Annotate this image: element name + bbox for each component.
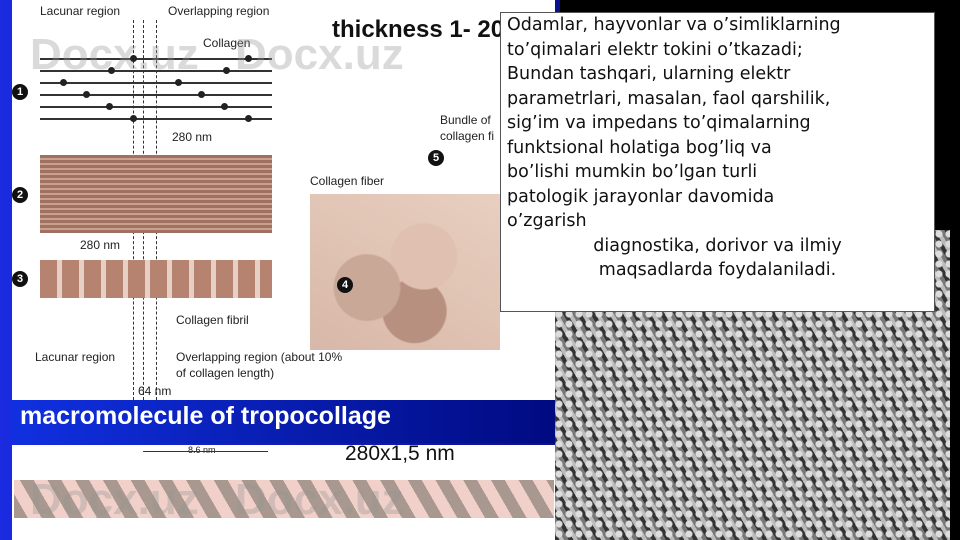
molecule-head-dot xyxy=(108,67,115,74)
collagen-label: Collagen xyxy=(203,36,251,50)
tropocollagen-row xyxy=(40,70,272,72)
tropocollagen-row xyxy=(40,106,272,108)
text-line: Bundan tashqari, ularning elektr xyxy=(507,64,791,84)
text-line: funktsional holatiga bog’liq va xyxy=(507,137,772,158)
molecule-head-dot xyxy=(60,79,67,86)
text-line: parametrlari, masalan, faol qarshilik, xyxy=(507,88,831,109)
overlapping-region-label: Overlapping region xyxy=(168,4,270,18)
step-4-marker: 4 xyxy=(337,277,353,293)
text-line: o’zgarish xyxy=(507,211,587,231)
text-line: to’qimalari elektr tokini o’tkazadi; xyxy=(507,39,803,60)
band-title: macromolecule of tropocollage xyxy=(20,402,391,430)
tropocollagen-row xyxy=(40,58,272,60)
tropocollagen-row xyxy=(40,118,272,120)
molecule-head-dot xyxy=(245,55,252,62)
nm86-label: 8.6 nm xyxy=(188,445,216,455)
step-5-marker: 5 xyxy=(428,150,444,166)
molecule-head-dot xyxy=(83,91,90,98)
text-line: bo’lishi mumkin bo’lgan turli xyxy=(507,162,758,182)
watermark: Docx.uz xyxy=(235,30,404,79)
lacunar-region-bottom-label: Lacunar region xyxy=(35,350,116,364)
step-2-marker: 2 xyxy=(12,187,28,203)
nm64-label: 64 nm xyxy=(138,384,172,398)
molecule-head-dot xyxy=(106,103,113,110)
tropocollagen-row xyxy=(40,82,272,84)
collagen-fibril-strip xyxy=(40,260,272,298)
fibril-band xyxy=(40,155,272,233)
watermark: Docx.uz xyxy=(30,30,199,79)
molecule-head-dot xyxy=(130,55,137,62)
molecule-head-dot xyxy=(221,103,228,110)
molecule-head-dot xyxy=(198,91,205,98)
step-3-marker: 3 xyxy=(12,271,28,287)
text-box: Odamlar, hayvonlar va o’simliklarning to… xyxy=(500,12,935,312)
text-line: patologik jarayonlar davomida xyxy=(507,186,775,207)
step-1-marker: 1 xyxy=(12,84,28,100)
overlapping-region-bottom-label-2: of collagen length) xyxy=(176,366,275,380)
overlapping-region-bottom-label: Overlapping region (about 10% xyxy=(176,350,343,364)
thickness-label: thickness 1- 20 xyxy=(332,16,505,43)
text-line: Odamlar, hayvonlar va o’simliklarning xyxy=(507,15,841,35)
text-line-centered: maqsadlarda foydalaniladi. xyxy=(598,260,837,280)
bundle-label-2: collagen fi xyxy=(440,129,495,143)
molecule-head-dot xyxy=(175,79,182,86)
molecule-head-dot xyxy=(245,115,252,122)
lacunar-region-label: Lacunar region xyxy=(40,4,121,18)
bundle-label: Bundle of xyxy=(440,113,491,127)
nm280-label-b: 280 nm xyxy=(80,238,121,252)
tropocollagen-row xyxy=(40,94,272,96)
molecule-head-dot xyxy=(223,67,230,74)
nm280-label-a: 280 nm xyxy=(172,130,213,144)
watermark: Docx.uz xyxy=(235,475,404,524)
title-band xyxy=(12,400,560,443)
molecule-head-dot xyxy=(130,115,137,122)
text-line-centered: diagnostika, dorivor va ilmiy xyxy=(593,235,842,256)
nm86-dimension-line xyxy=(143,451,268,452)
collagen-fiber-label: Collagen fiber xyxy=(310,174,385,188)
collagen-fiber-bundle-illustration xyxy=(310,194,500,350)
size-label: 280x1,5 nm xyxy=(345,442,455,465)
triple-helix xyxy=(14,480,554,518)
text-line: sig’im va impedans to’qimalarning xyxy=(507,113,811,133)
collagen-fibril-label: Collagen fibril xyxy=(176,313,249,327)
watermark: Docx.uz xyxy=(30,475,199,524)
